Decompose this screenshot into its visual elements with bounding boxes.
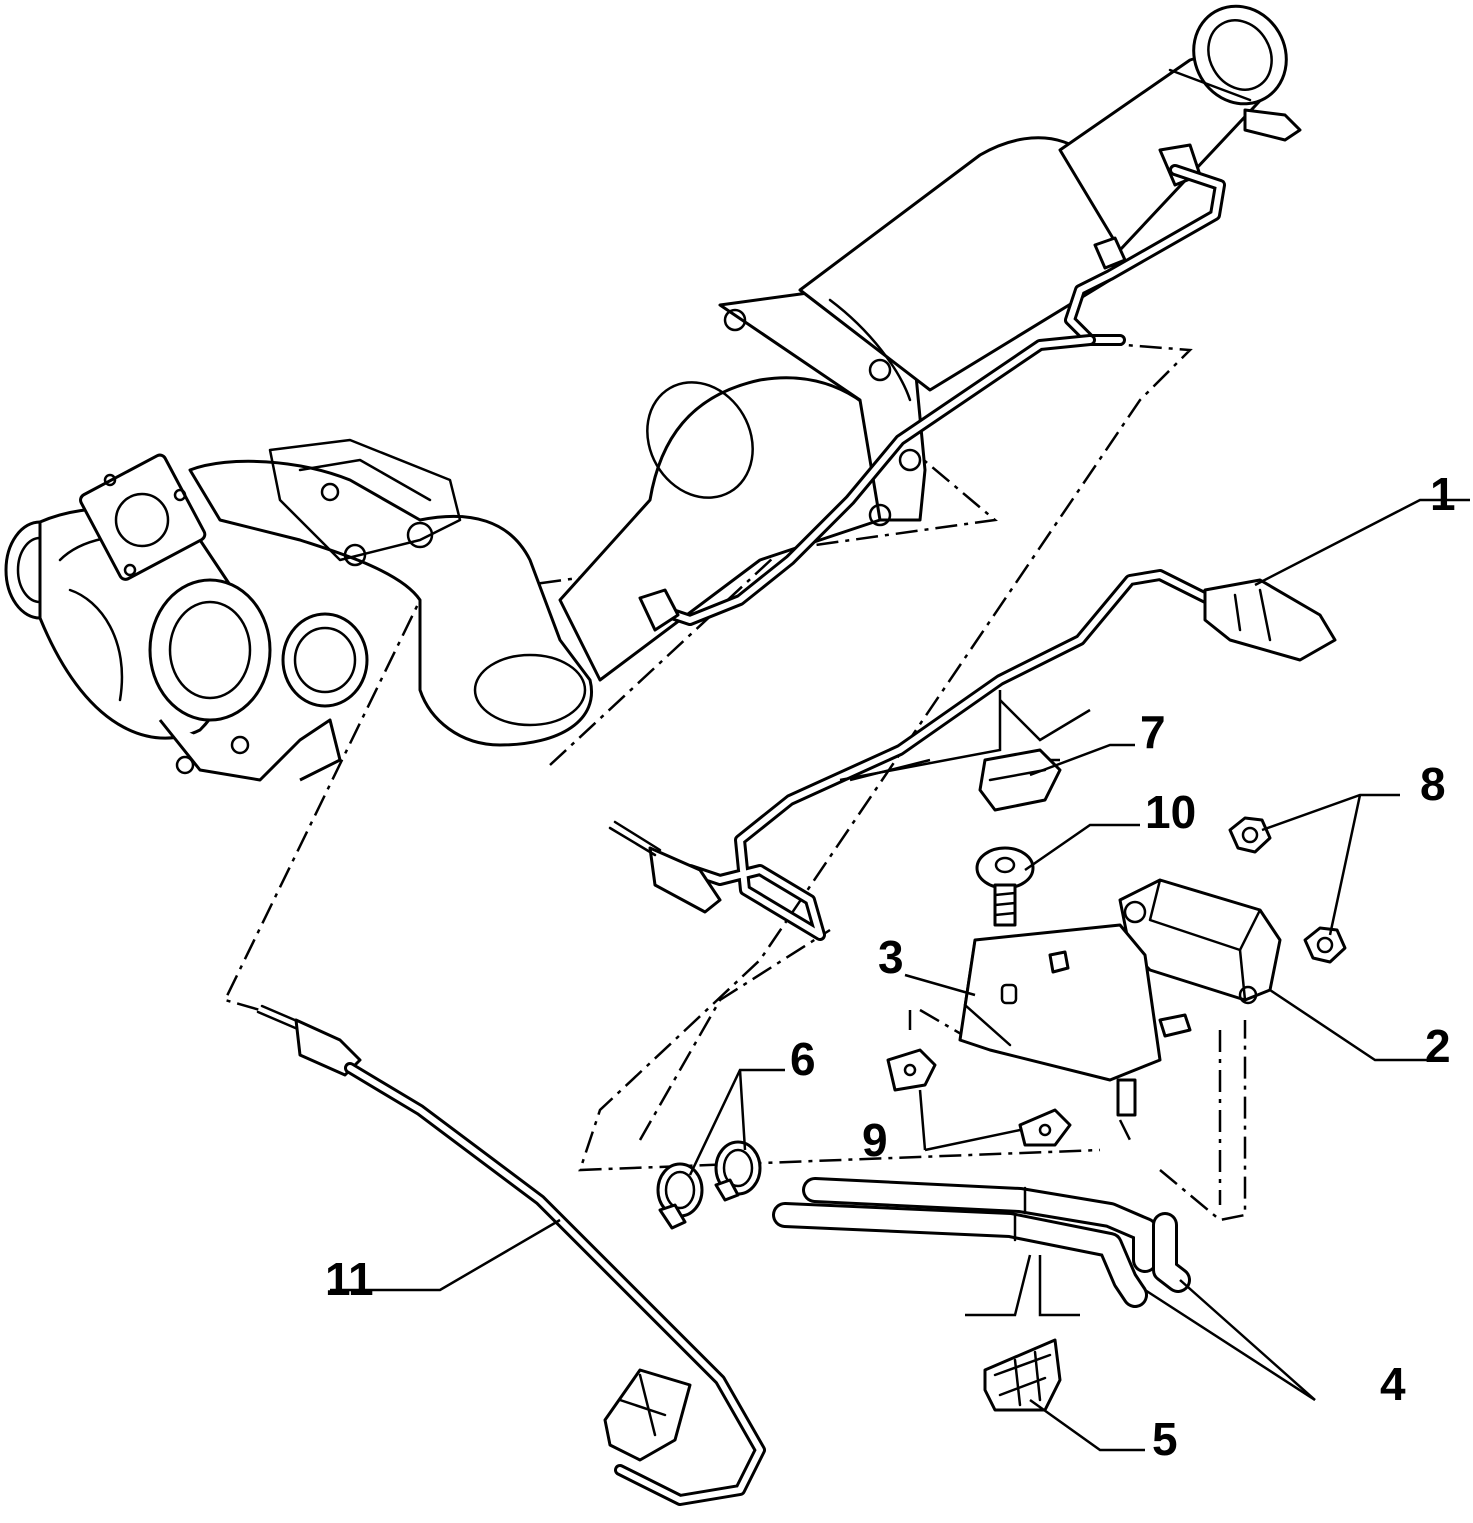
callout-6: 6	[790, 1033, 816, 1085]
part-7-clip	[978, 748, 1062, 812]
leader-lines	[330, 498, 1470, 1452]
callout-3: 3	[878, 931, 904, 983]
callout-1: 1	[1430, 468, 1456, 520]
callout-8: 8	[1420, 758, 1446, 810]
pressure-pipes	[638, 164, 1226, 632]
part-1-pressure-line	[608, 569, 1337, 941]
callout-11: 11	[325, 1253, 374, 1305]
callout-10: 10	[1145, 786, 1196, 838]
exhaust-elbow	[188, 438, 593, 747]
part-10-screw	[975, 846, 1035, 927]
callout-7: 7	[1140, 706, 1166, 758]
particulate-filter	[558, 4, 1302, 682]
part-5-holder	[983, 1338, 1062, 1412]
part-4-hoses	[772, 1177, 1191, 1308]
callout-4: 4	[1380, 1358, 1406, 1410]
part-9-clip-nuts	[886, 1048, 1072, 1147]
callout-9: 9	[862, 1114, 888, 1166]
part-6-hose-clamps	[656, 1140, 762, 1230]
callout-2: 2	[1425, 1020, 1451, 1072]
part-8-nuts	[1228, 816, 1347, 964]
callout-labels: 1 2 3 4 5 6 7 8 9 10 11	[325, 468, 1456, 1465]
turbocharger	[4, 453, 369, 782]
callout-5: 5	[1152, 1413, 1178, 1465]
part-11-temperature-sensor	[256, 1004, 766, 1506]
part-3-bracket	[958, 923, 1192, 1117]
